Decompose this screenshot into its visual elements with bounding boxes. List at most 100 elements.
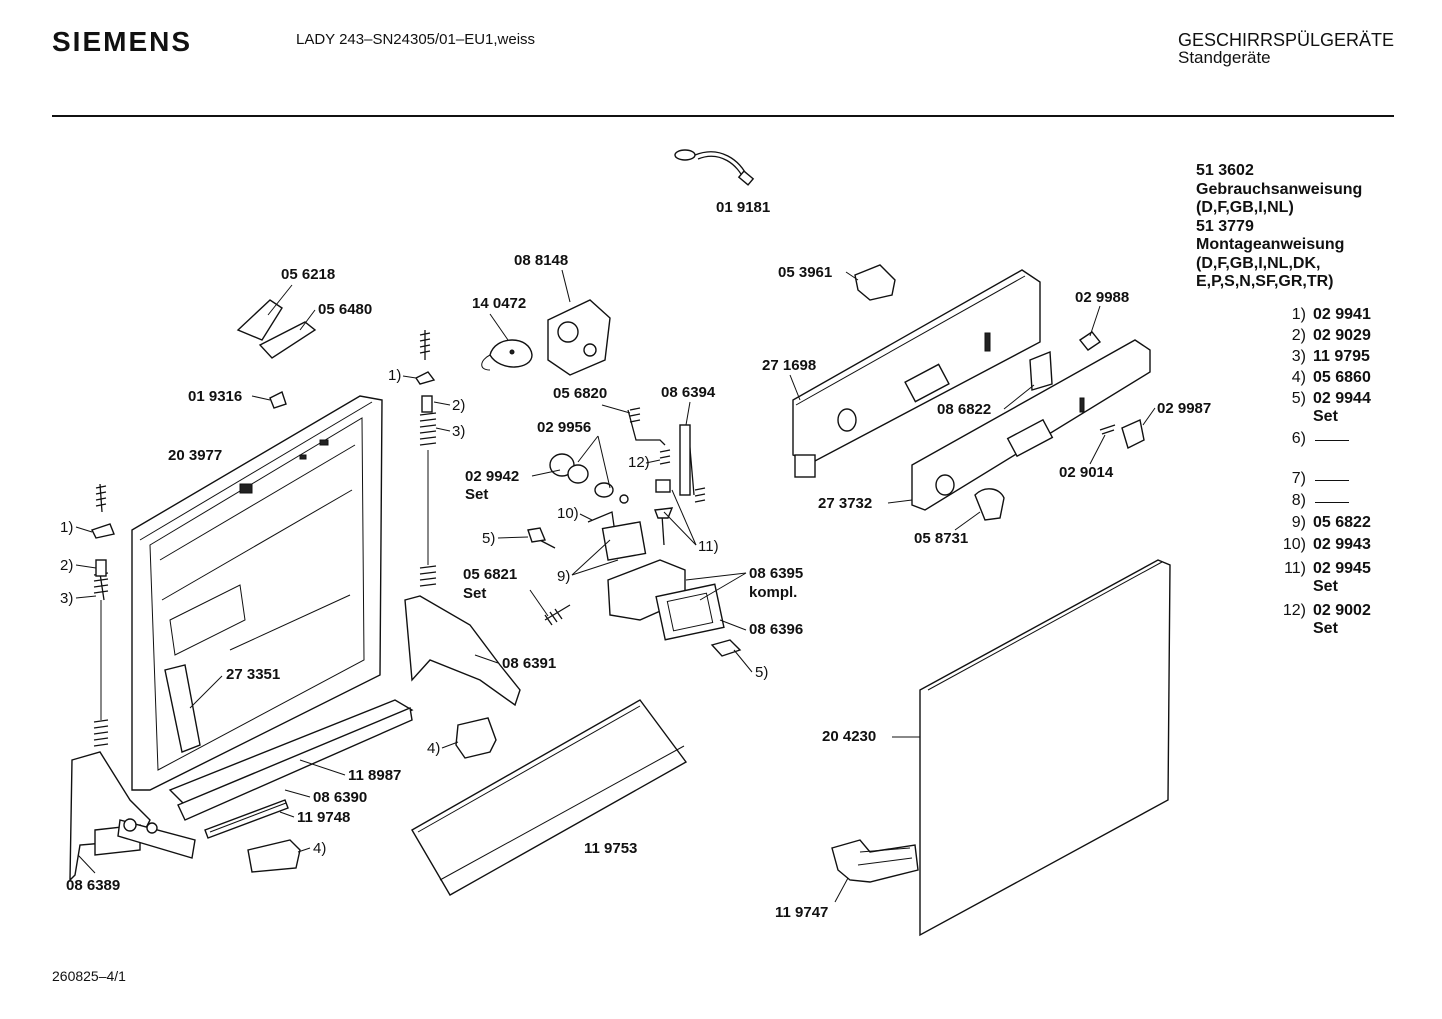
legend-number: 5) bbox=[1291, 390, 1306, 407]
legend-note: Set bbox=[1313, 578, 1338, 595]
part-label: 05 6821 bbox=[463, 566, 517, 583]
legend-part: 02 9945 bbox=[1313, 560, 1371, 577]
product-category: GESCHIRRSPÜLGERÄTE bbox=[1178, 30, 1395, 50]
doc-line: (D,F,GB,I,NL,DK, bbox=[1196, 254, 1321, 272]
part-label: 20 4230 bbox=[822, 728, 876, 745]
legend-row: 2) 02 9029 bbox=[1272, 327, 1371, 345]
doc-line: Montageanweisung bbox=[1196, 236, 1345, 253]
legend-row: 12) 02 9002 bbox=[1272, 602, 1371, 620]
marker: 10) bbox=[557, 505, 579, 522]
legend-row: 1) 02 9941 bbox=[1272, 306, 1371, 324]
part-label: 11 9753 bbox=[584, 840, 637, 857]
part-label: 20 3977 bbox=[168, 447, 222, 464]
legend-row: 4) 05 6860 bbox=[1272, 369, 1371, 387]
part-label: 14 0472 bbox=[472, 295, 526, 312]
part-label: 02 9956 bbox=[537, 419, 591, 436]
legend-number: 6) bbox=[1291, 430, 1306, 447]
legend-note: Set bbox=[1313, 408, 1338, 425]
control-panel-parts bbox=[792, 264, 1151, 521]
part-label: 08 6395 bbox=[749, 565, 803, 582]
part-label: 01 9316 bbox=[188, 388, 242, 405]
part-label: 27 1698 bbox=[762, 357, 816, 374]
marker: 2) bbox=[60, 557, 73, 574]
part-label: 11 8987 bbox=[348, 767, 401, 784]
legend-number: 1) bbox=[1291, 306, 1306, 323]
part-label: 02 9014 bbox=[1059, 464, 1114, 481]
legend-part: 02 9941 bbox=[1313, 306, 1371, 323]
part-label: 08 6390 bbox=[313, 789, 367, 806]
hinge-parts-top bbox=[236, 299, 521, 707]
legend-empty-dash bbox=[1315, 480, 1349, 481]
legend-part: 05 6860 bbox=[1313, 369, 1371, 386]
legend-part: 11 9795 bbox=[1313, 348, 1370, 365]
marker: 1) bbox=[60, 519, 73, 536]
part-label: 05 3961 bbox=[778, 264, 832, 281]
doc-line: 51 3779 bbox=[1196, 217, 1254, 235]
legend-number: 2) bbox=[1291, 327, 1306, 344]
dispenser-parts bbox=[527, 407, 742, 657]
header-divider bbox=[52, 115, 1394, 117]
marker: 3) bbox=[60, 590, 73, 607]
legend-part: 02 9943 bbox=[1313, 536, 1371, 553]
marker: 12) bbox=[628, 454, 650, 471]
part-label: 05 6218 bbox=[281, 266, 335, 283]
legend-number: 8) bbox=[1291, 492, 1306, 509]
legend-note: Set bbox=[1313, 620, 1338, 637]
legend-empty-dash bbox=[1315, 502, 1349, 503]
part-label: 08 6389 bbox=[66, 877, 120, 894]
part-label: 11 9747 bbox=[775, 904, 828, 921]
marker: 5) bbox=[755, 664, 768, 681]
legend-row: 8) bbox=[1272, 492, 1349, 510]
legend-row: 11) 02 9945 bbox=[1272, 560, 1371, 578]
part-label: kompl. bbox=[749, 584, 797, 601]
legend-number: 3) bbox=[1291, 348, 1306, 365]
timer-motor-parts bbox=[481, 299, 611, 376]
left-hinge-assembly bbox=[69, 483, 196, 882]
marker: 9) bbox=[557, 568, 570, 585]
marker: 4) bbox=[313, 840, 326, 857]
part-label: 08 6396 bbox=[749, 621, 803, 638]
document-reference: 260825–4/1 bbox=[52, 968, 126, 984]
part-label: 05 8731 bbox=[914, 530, 968, 547]
legend-part: 05 6822 bbox=[1313, 514, 1371, 531]
doc-line: Gebrauchsanweisung bbox=[1196, 180, 1363, 198]
part-label: 05 6820 bbox=[553, 385, 607, 402]
legend-number: 7) bbox=[1291, 470, 1306, 487]
doc-line: (D,F,GB,I,NL) bbox=[1196, 199, 1294, 216]
part-label: 11 9748 bbox=[297, 809, 350, 826]
legend-part: 02 9002 bbox=[1313, 602, 1371, 619]
marker: 2) bbox=[452, 397, 465, 414]
cable-part-drawing bbox=[674, 149, 755, 186]
part-label: 27 3732 bbox=[818, 495, 872, 512]
marker: 4) bbox=[427, 740, 440, 757]
part-label: Set bbox=[465, 486, 488, 503]
legend-row: 10) 02 9943 bbox=[1272, 536, 1371, 554]
legend-number: 11) bbox=[1284, 560, 1306, 577]
legend-row: 5) 02 9944 bbox=[1272, 390, 1371, 408]
part-label: 02 9987 bbox=[1157, 400, 1211, 417]
legend-number: 12) bbox=[1282, 602, 1306, 619]
legend-row: 7) bbox=[1272, 470, 1349, 488]
marker: 3) bbox=[452, 423, 465, 440]
front-door-panel bbox=[831, 559, 1171, 937]
legend-part: 02 9029 bbox=[1313, 327, 1371, 344]
part-label: Set bbox=[463, 585, 486, 602]
part-label: 08 8148 bbox=[514, 252, 568, 269]
part-label: 02 9988 bbox=[1075, 289, 1129, 306]
legend-row: 3) 11 9795 bbox=[1272, 348, 1370, 366]
legend-row: 6) bbox=[1272, 430, 1349, 448]
documentation-block: 51 3602 Gebrauchsanweisung (D,F,GB,I,NL)… bbox=[1196, 162, 1362, 292]
doc-line: E,P,S,N,SF,GR,TR) bbox=[1196, 273, 1334, 290]
brand-logo: SIEMENS bbox=[52, 26, 193, 57]
legend-number: 4) bbox=[1291, 369, 1306, 386]
legend-number: 9) bbox=[1291, 514, 1306, 531]
marker: 11) bbox=[698, 538, 719, 555]
doc-line: 51 3602 bbox=[1196, 162, 1254, 179]
part-label: 08 6391 bbox=[502, 655, 556, 672]
legend-part: 02 9944 bbox=[1313, 390, 1371, 407]
legend-empty-dash bbox=[1315, 440, 1349, 441]
part-label: 05 6480 bbox=[318, 301, 372, 318]
legend-number: 10) bbox=[1282, 536, 1306, 553]
product-subcategory: Standgeräte bbox=[1178, 48, 1271, 67]
